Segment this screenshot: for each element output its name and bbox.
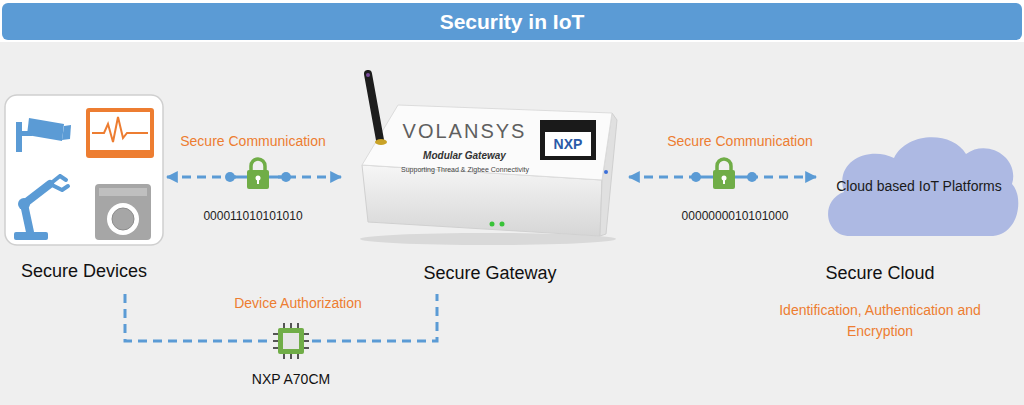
device-group: Secure Devices [5,95,163,290]
brand-logo: NXP [554,136,583,153]
camera-lens [62,125,71,140]
keyhole [257,179,259,184]
label-slot: NXP [545,135,591,153]
washer-drum [112,208,134,230]
gateway-device: Secure Gateway [345,66,625,290]
group-heading: Secure Devices [21,261,147,283]
link-dot [747,172,757,182]
chip-die [283,333,299,349]
product-name: Modular Gateway [423,150,506,162]
title-bar [2,3,1022,40]
monitor-screen [90,112,150,150]
label-slot: VOLANSYS [392,119,537,143]
robot-joint [18,198,30,210]
text-slot: NXP A70CM [231,370,351,388]
power-led [604,170,608,174]
status-led [500,222,505,227]
antenna-base [375,139,387,145]
keyhole [723,179,725,184]
label-slot: 000011010101010 [193,206,313,224]
heartbeat-line [92,117,148,142]
chip-label: NXP A70CM [252,371,330,388]
binary-data: 0000000010101000 [682,209,789,223]
camera-body [27,118,64,141]
gateway-antenna [368,74,380,140]
chip-node: NXP A70CM [274,324,308,358]
robot-gripper [50,176,68,190]
cloud-heading: Secure Cloud [825,263,934,285]
binary-data: 000011010101010 [203,209,302,223]
text-slot: Secure Cloud [780,263,980,285]
gateway-top [362,105,612,180]
label-slot: Modular Gateway [392,145,537,163]
connector-label: Secure Communication [180,133,326,150]
product-tagline: Supporting Thread & Zigbee Connectivity [401,166,529,174]
label-slot: 0000000010101000 [675,206,795,224]
title-text: Security in IoT [440,3,585,40]
chip-body [278,328,304,354]
gateway-heading: Secure Gateway [423,263,556,285]
chip-pins [273,323,309,359]
edge-label-slot: Device Authorization [188,294,408,312]
device-panel [5,95,163,245]
link-dot [691,172,701,182]
chip-icon [273,323,309,359]
text-slot: Secure Devices [5,261,163,283]
text-slot: Identification, Authentication and Encry… [775,300,985,342]
connector-label: Secure Communication [667,133,813,150]
washer-icon [95,184,151,240]
edge-label-slot: Secure Communication [630,132,850,150]
nxp-sticker [540,120,596,160]
monitor-frame [86,108,154,158]
lock-body [713,170,735,189]
link-dot [281,172,291,182]
nxp-sticker-face [545,132,591,156]
title-slot: Security in IoT [0,3,1024,40]
cloud-path [828,137,1018,236]
connector-label: Device Authorization [234,295,362,312]
cloud-features: Identification, Authentication and Encry… [775,300,985,342]
washer-panel [99,188,147,196]
washer-door [107,203,139,235]
cloud-shape: Cloud based IoT PlatformsSecure CloudIde… [820,128,1018,238]
camera-icon [16,118,71,152]
lock-icon [225,159,291,191]
status-led [490,222,495,227]
antenna-tip [366,73,370,77]
text-slot: Secure Gateway [390,263,590,285]
cloud-text: Cloud based IoT Platforms [836,178,1002,195]
lock-icon [691,159,757,191]
panel-ground [0,42,1024,405]
text-slot: Cloud based IoT Platforms [820,177,1018,195]
monitor-icon [86,108,154,158]
edge-label-slot: Secure Communication [143,132,363,150]
washer-body [95,184,151,240]
robot-arm-icon [14,176,68,240]
brand-logo: VOLANSYS [403,119,527,143]
link-dot [225,172,235,182]
gateway-illustration [360,73,617,245]
lock-body [247,170,269,189]
camera-mount [16,122,22,152]
